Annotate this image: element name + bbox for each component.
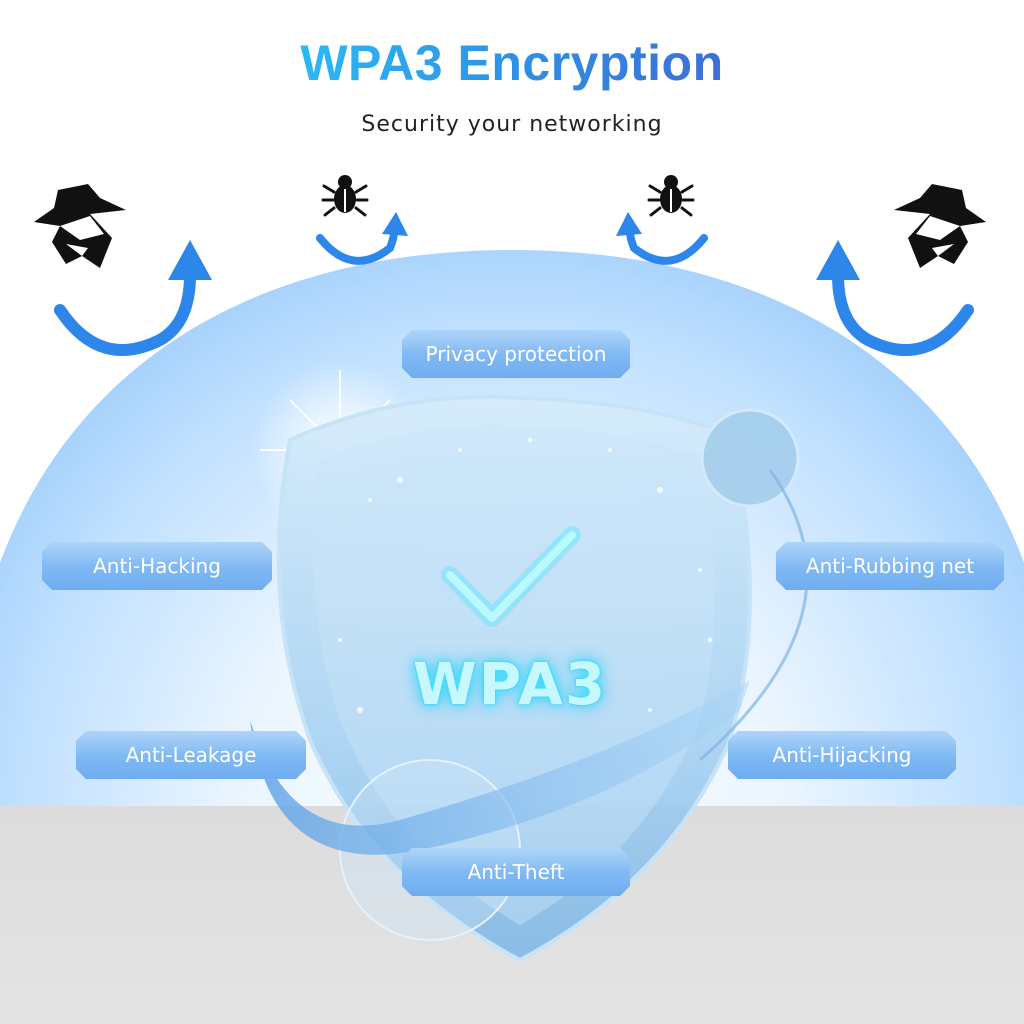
- page-title: WPA3 Encryption: [300, 35, 724, 91]
- feature-anti-hacking: Anti-Hacking: [42, 542, 272, 590]
- feature-anti-leakage: Anti-Leakage: [76, 731, 306, 779]
- feature-privacy-protection: Privacy protection: [402, 330, 630, 378]
- bug-icon: [647, 175, 695, 217]
- hacker-icon: [34, 184, 126, 268]
- bug-icon: [321, 175, 369, 217]
- feature-anti-rubbing-net: Anti-Rubbing net: [776, 542, 1004, 590]
- deflect-arrow-icon: [316, 212, 408, 265]
- deflect-arrow-icon: [816, 240, 974, 356]
- hacker-icon: [894, 184, 986, 268]
- checkmark-icon: [441, 526, 581, 627]
- shield-label: WPA3: [412, 650, 608, 718]
- deflect-arrow-icon: [54, 240, 212, 356]
- feature-anti-theft: Anti-Theft: [402, 848, 630, 896]
- page-subtitle: Security your networking: [361, 112, 663, 137]
- feature-anti-hijacking: Anti-Hijacking: [728, 731, 956, 779]
- deflect-arrow-icon: [616, 212, 708, 265]
